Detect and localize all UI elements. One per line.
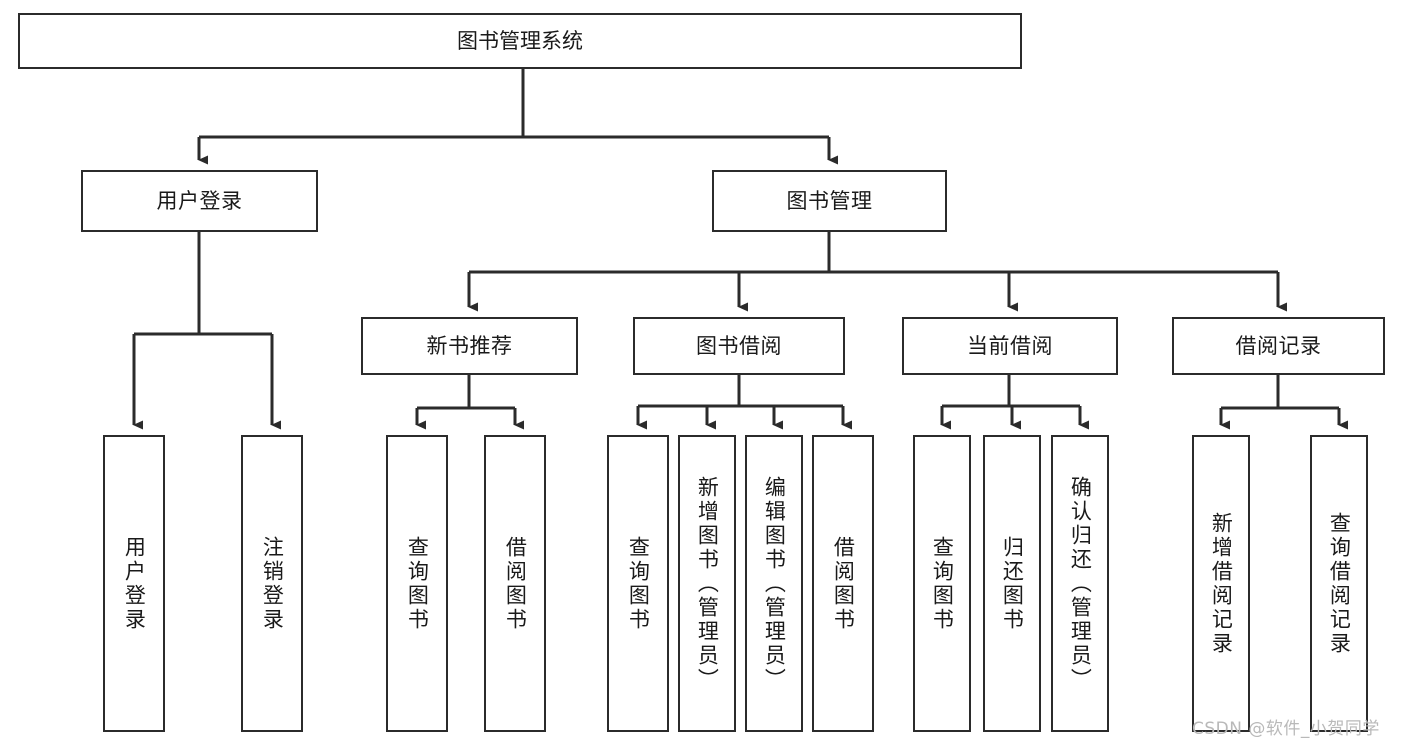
node-book-borrow[interactable]: 图书借阅 (633, 317, 845, 375)
node-leaf-user-login[interactable]: 用户登录 (103, 435, 165, 732)
node-leaf-query-book-1-label: 查询图书 (405, 535, 430, 632)
node-borrow-record[interactable]: 借阅记录 (1172, 317, 1385, 375)
node-user-login-label: 用户登录 (156, 188, 243, 213)
node-leaf-query-book-2[interactable]: 查询图书 (607, 435, 669, 732)
node-leaf-borrow-book-1[interactable]: 借阅图书 (484, 435, 546, 732)
node-current-borrow[interactable]: 当前借阅 (902, 317, 1118, 375)
node-leaf-logout[interactable]: 注销登录 (241, 435, 303, 732)
node-leaf-return-book-label: 归还图书 (1000, 535, 1025, 632)
node-leaf-edit-book-label: 编辑图书（管理员） (762, 475, 787, 692)
node-leaf-borrow-book-1-label: 借阅图书 (503, 535, 528, 632)
node-leaf-add-record-label: 新增借阅记录 (1209, 511, 1234, 656)
node-book-management-label: 图书管理 (786, 188, 873, 213)
node-leaf-query-book-2-label: 查询图书 (626, 535, 651, 632)
node-leaf-edit-book[interactable]: 编辑图书（管理员） (745, 435, 803, 732)
node-leaf-query-book-1[interactable]: 查询图书 (386, 435, 448, 732)
node-borrow-record-label: 借阅记录 (1235, 333, 1322, 358)
node-user-login[interactable]: 用户登录 (81, 170, 318, 232)
node-leaf-add-book[interactable]: 新增图书（管理员） (678, 435, 736, 732)
node-book-borrow-label: 图书借阅 (696, 333, 782, 358)
node-leaf-confirm-return-label: 确认归还（管理员） (1068, 475, 1093, 692)
csdn-watermark: CSDN @软件_小贺同学 (1192, 719, 1380, 739)
node-leaf-confirm-return[interactable]: 确认归还（管理员） (1051, 435, 1109, 732)
node-leaf-query-record-label: 查询借阅记录 (1327, 511, 1352, 656)
node-leaf-borrow-book-2-label: 借阅图书 (831, 535, 856, 632)
node-root-label: 图书管理系统 (457, 28, 583, 53)
node-leaf-logout-label: 注销登录 (260, 535, 285, 632)
node-leaf-borrow-book-2[interactable]: 借阅图书 (812, 435, 874, 732)
node-new-book-recommend[interactable]: 新书推荐 (361, 317, 578, 375)
node-leaf-query-book-3-label: 查询图书 (930, 535, 955, 632)
node-new-book-recommend-label: 新书推荐 (426, 333, 513, 358)
node-leaf-return-book[interactable]: 归还图书 (983, 435, 1041, 732)
node-leaf-add-book-label: 新增图书（管理员） (695, 475, 720, 692)
node-root[interactable]: 图书管理系统 (18, 13, 1022, 69)
node-leaf-add-record[interactable]: 新增借阅记录 (1192, 435, 1250, 732)
node-leaf-user-login-label: 用户登录 (122, 535, 147, 632)
node-current-borrow-label: 当前借阅 (967, 333, 1053, 358)
node-leaf-query-book-3[interactable]: 查询图书 (913, 435, 971, 732)
node-book-management[interactable]: 图书管理 (712, 170, 947, 232)
node-leaf-query-record[interactable]: 查询借阅记录 (1310, 435, 1368, 732)
